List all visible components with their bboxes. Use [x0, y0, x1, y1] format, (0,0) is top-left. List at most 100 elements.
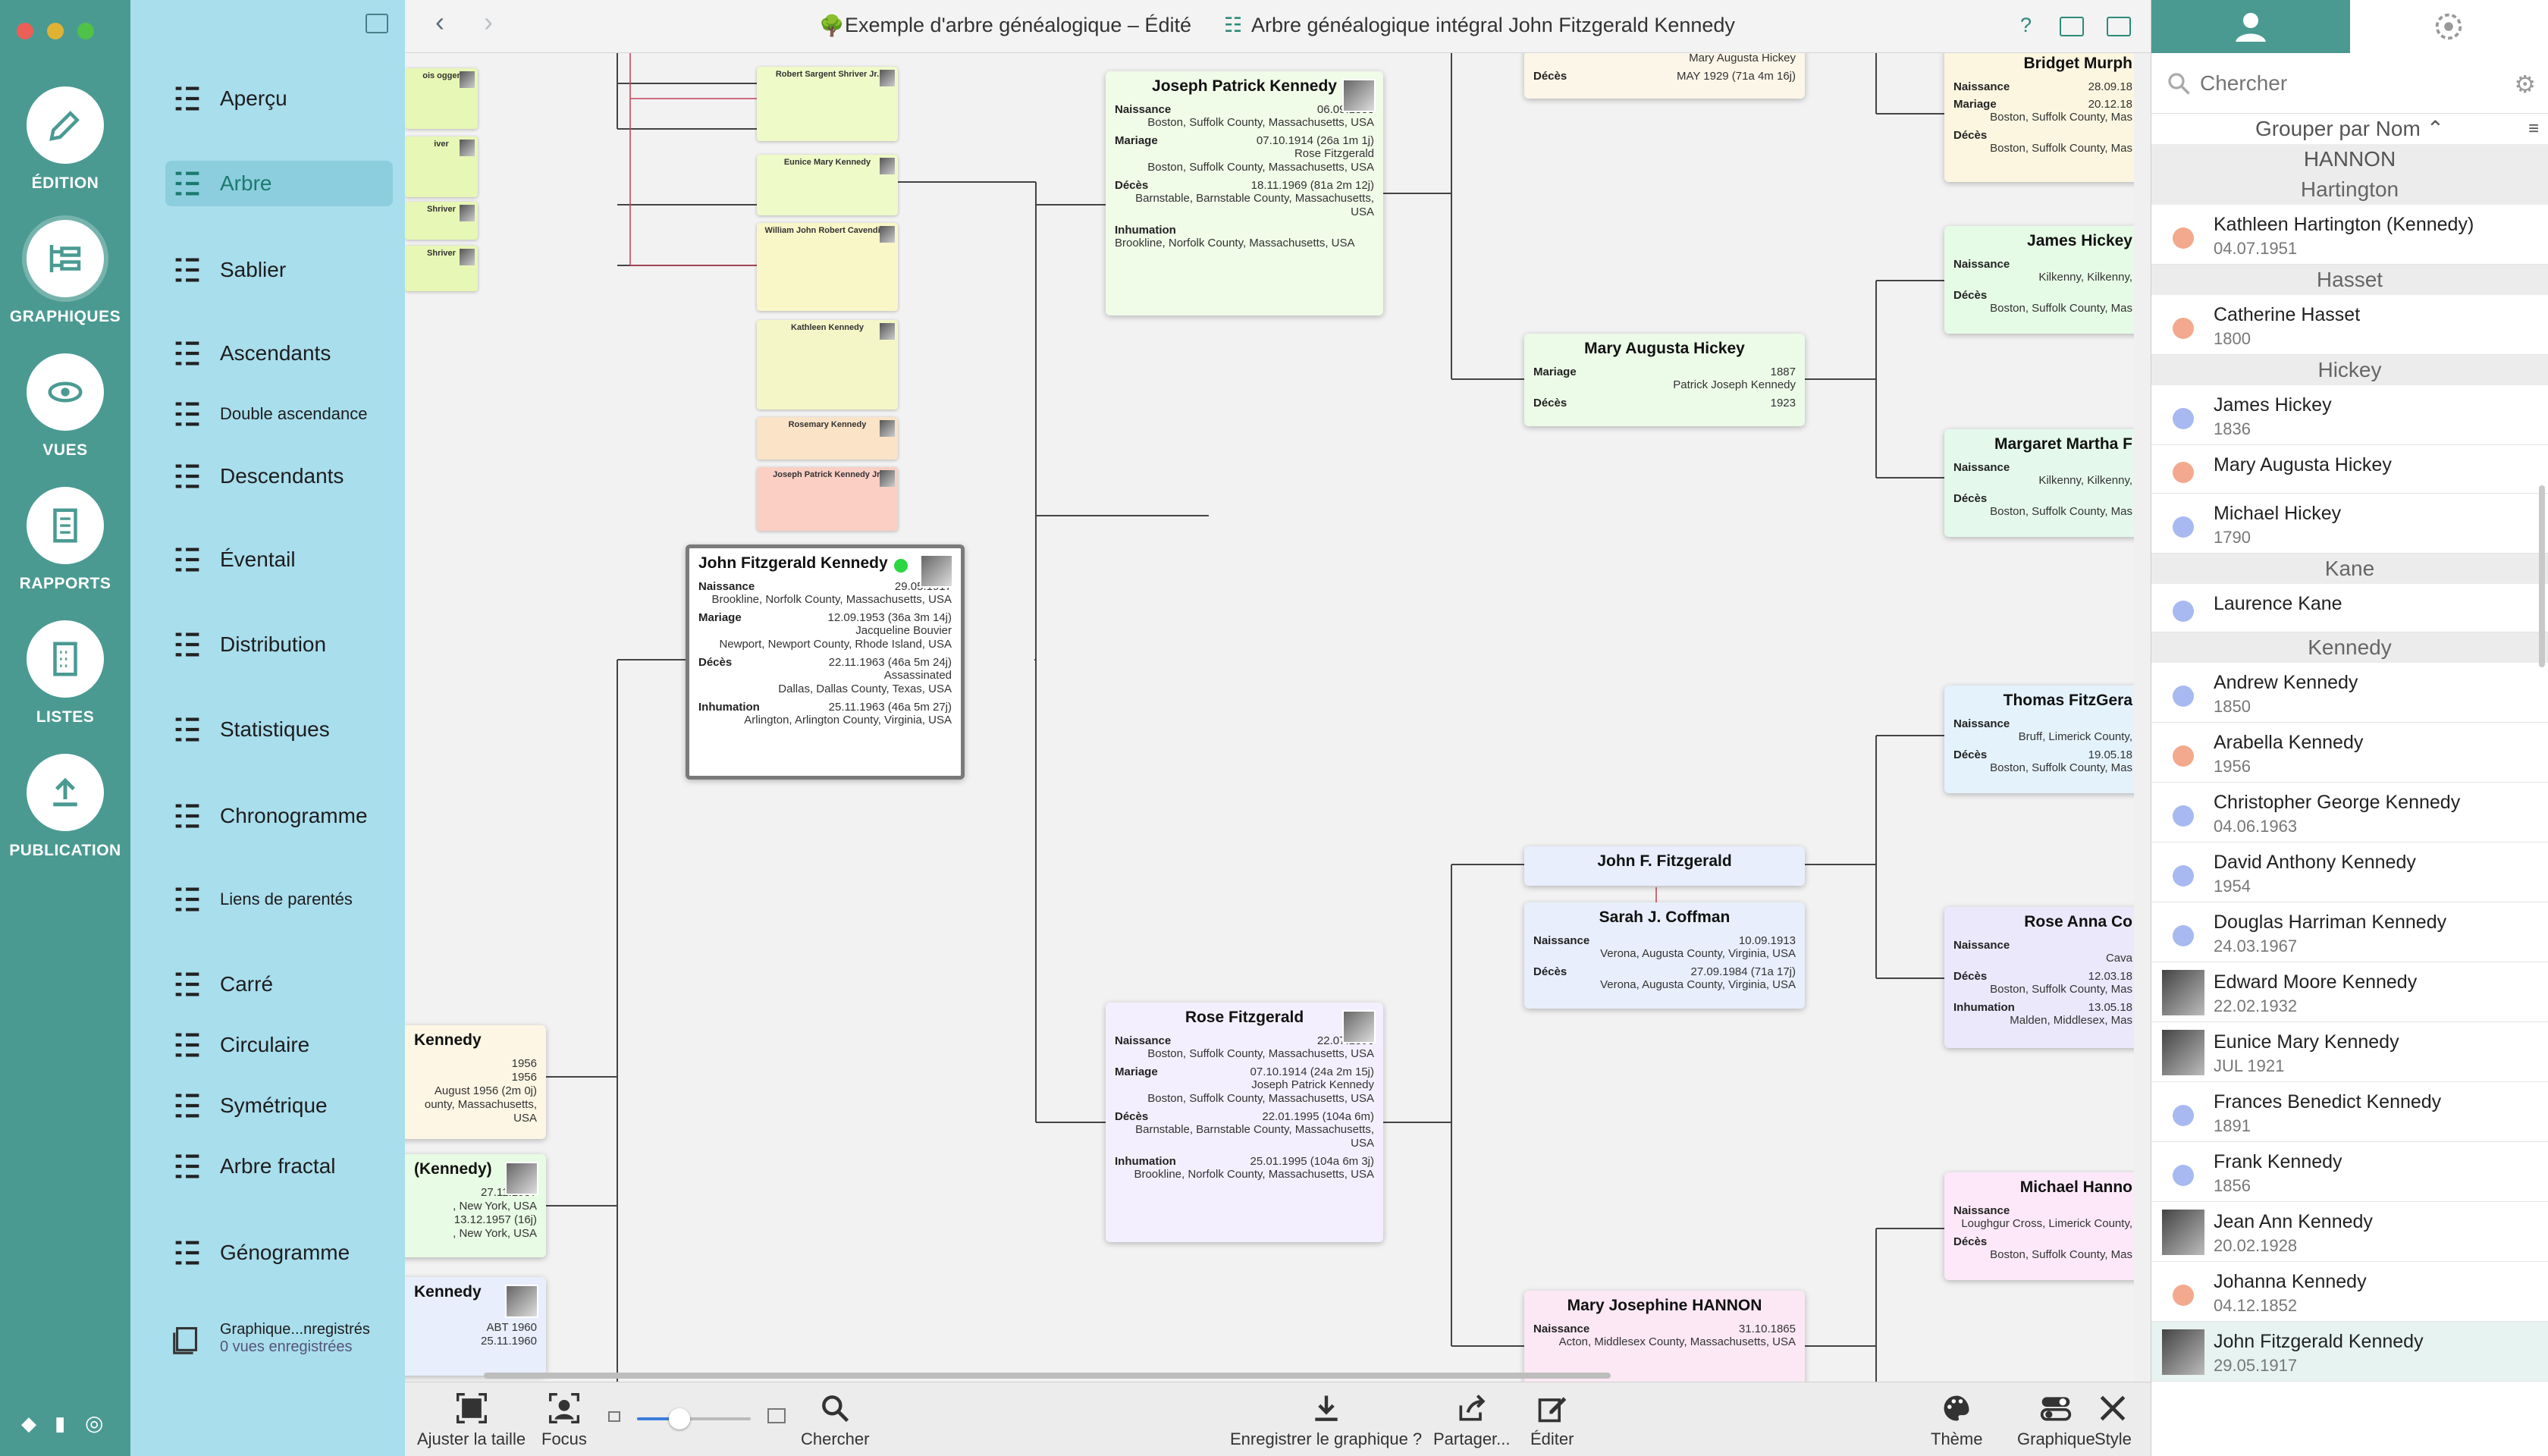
- sidebar-toggle-icon[interactable]: [366, 14, 388, 33]
- person-card[interactable]: Robert Sargent Shriver Jr.: [757, 67, 898, 141]
- tab-settings[interactable]: [2349, 0, 2548, 53]
- person-card[interactable]: Rosemary Kennedy: [757, 417, 898, 460]
- rail-publication[interactable]: PUBLICATION: [0, 754, 130, 860]
- person-card[interactable]: (Kennedy) 27.11.1957 , New York, USA 13.…: [405, 1154, 546, 1257]
- window-icon[interactable]: [2060, 17, 2084, 36]
- zoom-slider[interactable]: [637, 1408, 751, 1429]
- rail-graphiques[interactable]: GRAPHIQUES: [0, 220, 130, 326]
- sidebar-item-tree[interactable]: Arbre: [165, 161, 393, 206]
- tag-icon[interactable]: ◆: [21, 1412, 36, 1435]
- person-card[interactable]: Kathleen Kennedy: [757, 320, 898, 410]
- sidebar-item-geno[interactable]: Génogramme: [170, 1230, 390, 1276]
- person-card[interactable]: Rose Fitzgerald Naissance22.07.1890 Bost…: [1106, 1003, 1383, 1242]
- back-button[interactable]: ‹: [435, 6, 444, 37]
- globe-icon[interactable]: ◎: [85, 1411, 104, 1435]
- zoom-window-button[interactable]: [77, 23, 94, 39]
- sidebar-item-links[interactable]: Liens de parentés: [170, 877, 390, 922]
- zoom-out-icon[interactable]: [608, 1411, 620, 1422]
- selected-person-card[interactable]: John Fitzgerald Kennedy Naissance29.05.1…: [686, 544, 965, 780]
- share-button[interactable]: Partager...: [1433, 1392, 1511, 1449]
- forward-button[interactable]: ›: [484, 6, 493, 37]
- sidebar-item-grid[interactable]: Aperçu: [170, 76, 390, 121]
- panel-toggle-icon[interactable]: [2107, 17, 2131, 36]
- search-input[interactable]: [2200, 67, 2488, 100]
- group-by-select[interactable]: Grouper par Nom ⌃ ≡: [2151, 114, 2548, 144]
- sidebar-item-dist[interactable]: Distribution: [170, 622, 390, 667]
- rail-listes[interactable]: LISTES: [0, 620, 130, 726]
- sidebar-item-asc[interactable]: Ascendants: [170, 331, 390, 376]
- person-card[interactable]: Shriver: [405, 246, 478, 291]
- horizontal-scrollbar[interactable]: [484, 1373, 1611, 1379]
- sidebar-item-fan[interactable]: Éventail: [170, 537, 390, 582]
- person-list-item[interactable]: Kathleen Hartington (Kennedy)04.07.1951: [2151, 205, 2548, 265]
- person-card[interactable]: Joseph Patrick Kennedy Jr.: [757, 467, 898, 531]
- person-card[interactable]: Kennedy 1956 1956 August 1956 (2m 0j) ou…: [405, 1025, 546, 1139]
- help-icon[interactable]: ?: [2020, 14, 2032, 36]
- person-card[interactable]: Kennedy ABT 1960 25.11.1960: [405, 1277, 546, 1376]
- zoom-in-icon[interactable]: [767, 1408, 786, 1423]
- search-button[interactable]: Chercher: [801, 1392, 869, 1449]
- settings-gear-icon[interactable]: ⚙: [2514, 71, 2536, 98]
- zoom-slider-handle[interactable]: [669, 1408, 690, 1429]
- tab-persons[interactable]: [2151, 0, 2350, 53]
- sidebar-item-circle[interactable]: Circulaire: [170, 1022, 390, 1068]
- person-list-item[interactable]: Laurence Kane: [2151, 584, 2548, 632]
- rail-vues[interactable]: VUES: [0, 353, 130, 460]
- sort-icon[interactable]: ≡: [2528, 118, 2539, 139]
- sidebar-item-dblasc[interactable]: Double ascendance: [170, 391, 390, 437]
- tree-canvas[interactable]: ois ogger iver Shriver Shriver Robert Sa…: [405, 53, 2134, 1382]
- minimize-window-button[interactable]: [47, 23, 64, 39]
- person-card[interactable]: Margaret Martha F Naissance Kilkenny, Ki…: [1944, 429, 2134, 537]
- person-card[interactable]: Eunice Mary Kennedy: [757, 155, 898, 215]
- person-card[interactable]: Joseph Patrick Kennedy Naissance06.09.18…: [1106, 71, 1383, 315]
- saved-charts-item[interactable]: Graphique...nregistrés 0 vues enregistré…: [170, 1312, 390, 1365]
- rail-edition[interactable]: ÉDITION: [0, 86, 130, 193]
- person-card[interactable]: John F. Fitzgerald: [1524, 846, 1805, 886]
- person-card[interactable]: Thomas FitzGera Naissance Bruff, Limeric…: [1944, 686, 2134, 793]
- save-chart-button[interactable]: Enregistrer le graphique ?: [1230, 1392, 1422, 1449]
- sidebar-item-hourglass[interactable]: Sablier: [170, 247, 390, 293]
- sidebar-item-chrono[interactable]: Chronogramme: [170, 793, 390, 839]
- sidebar-item-square[interactable]: Carré: [170, 962, 390, 1007]
- edit-button[interactable]: Éditer: [1530, 1392, 1574, 1449]
- person-card[interactable]: ois ogger: [405, 68, 478, 129]
- theme-button[interactable]: Thème: [1931, 1392, 1982, 1449]
- rail-rapports[interactable]: RAPPORTS: [0, 487, 130, 593]
- close-window-button[interactable]: [17, 23, 33, 39]
- person-list-item[interactable]: Mary Augusta Hickey: [2151, 445, 2548, 494]
- list-scrollbar[interactable]: [2539, 485, 2545, 667]
- focus-button[interactable]: Focus: [541, 1392, 587, 1449]
- person-card[interactable]: Shriver: [405, 202, 478, 240]
- graph-settings-button[interactable]: Graphique: [2017, 1392, 2095, 1449]
- person-card[interactable]: James Hickey Naissance Kilkenny, Kilkenn…: [1944, 226, 2134, 334]
- sidebar-item-sym[interactable]: Symétrique: [170, 1083, 390, 1128]
- style-button[interactable]: Style: [2095, 1392, 2132, 1449]
- person-card[interactable]: Michael Hanno Naissance Loughgur Cross, …: [1944, 1172, 2134, 1280]
- sidebar-item-stats[interactable]: Statistiques: [170, 707, 390, 752]
- sidebar-item-fractal[interactable]: Arbre fractal: [170, 1144, 390, 1189]
- person-card[interactable]: William John Robert Cavendish: [757, 223, 898, 311]
- fit-size-button[interactable]: Ajuster la taille: [417, 1392, 526, 1449]
- sidebar-item-desc[interactable]: Descendants: [170, 453, 390, 499]
